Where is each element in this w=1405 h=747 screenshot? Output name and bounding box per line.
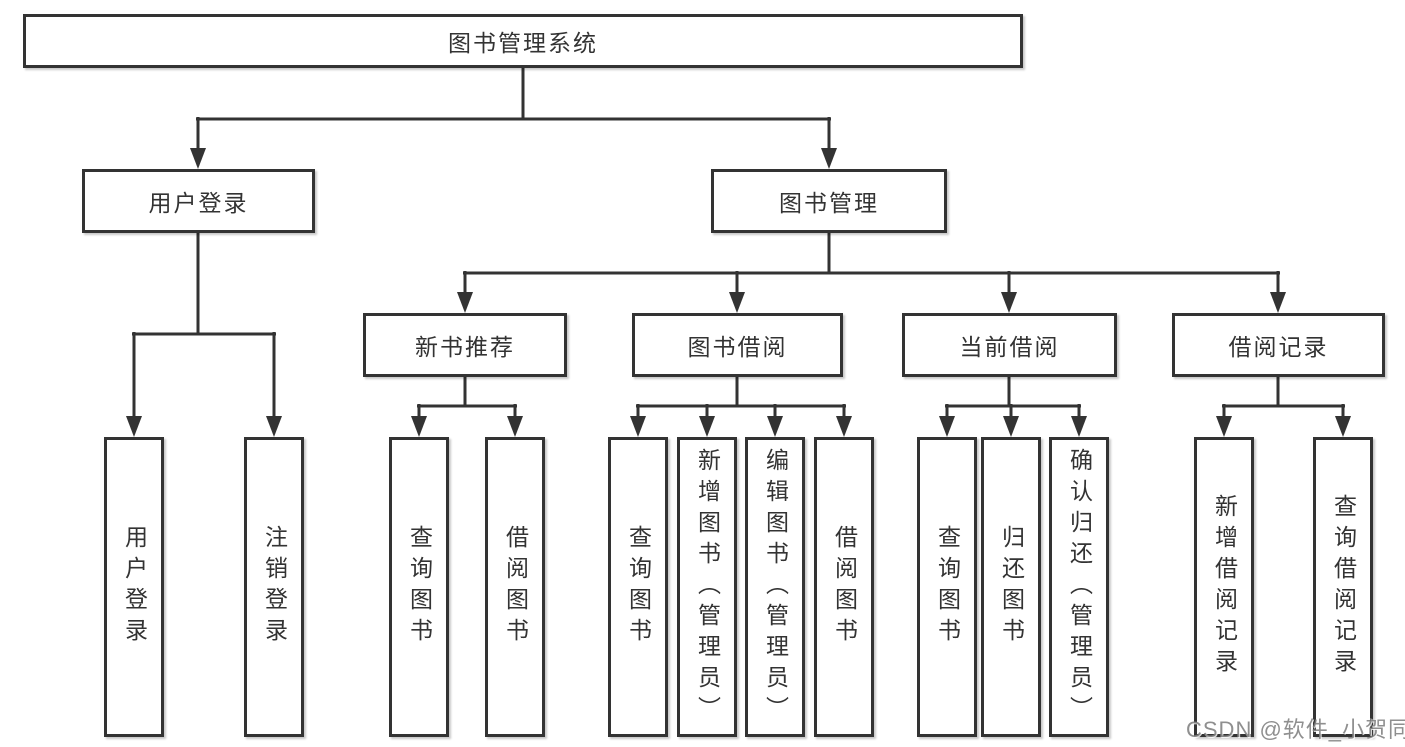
leaf-bb-borrow-books: 借阅图书 <box>814 437 874 737</box>
leaf-br-add-borrow-record: 新增借阅记录 <box>1194 437 1254 737</box>
node-label: 借阅记录 <box>1228 334 1329 360</box>
leaf-bb-edit-books-admin: 编辑图书（管理员） <box>745 437 805 737</box>
node-label: 图书管理 <box>779 190 879 216</box>
node-label: 用户登录 <box>148 190 249 216</box>
leaf-cb-confirm-return-admin: 确认归还（管理员） <box>1049 437 1109 737</box>
node-user-login: 用户登录 <box>82 169 315 233</box>
leaf-label: 注销登录 <box>261 525 288 649</box>
node-label: 新书推荐 <box>415 334 515 360</box>
node-label: 图书管理系统 <box>448 30 598 56</box>
csdn-watermark: CSDN @软件_小贺同学 <box>1186 717 1405 742</box>
node-borrowing-records: 借阅记录 <box>1172 313 1385 377</box>
node-book-borrowing: 图书借阅 <box>632 313 843 377</box>
leaf-label: 查询图书 <box>406 525 433 649</box>
leaf-label: 确认归还（管理员） <box>1066 447 1093 727</box>
leaf-cb-return-books: 归还图书 <box>981 437 1041 737</box>
node-book-management: 图书管理 <box>711 169 947 233</box>
leaf-label: 查询图书 <box>625 525 652 649</box>
leaf-bb-query-books: 查询图书 <box>608 437 668 737</box>
leaf-nbr-query-books: 查询图书 <box>389 437 449 737</box>
leaf-label: 编辑图书（管理员） <box>762 447 789 727</box>
node-new-book-recommendation: 新书推荐 <box>363 313 567 377</box>
leaf-label: 归还图书 <box>998 525 1025 649</box>
leaf-label: 借阅图书 <box>831 525 858 649</box>
leaf-user-login: 用户登录 <box>104 437 164 737</box>
leaf-br-query-borrow-record: 查询借阅记录 <box>1313 437 1373 737</box>
leaf-logout: 注销登录 <box>244 437 304 737</box>
leaf-label: 查询借阅记录 <box>1330 494 1357 680</box>
leaf-label: 查询图书 <box>934 525 961 649</box>
leaf-label: 新增图书（管理员） <box>694 447 721 727</box>
leaf-nbr-borrow-books: 借阅图书 <box>485 437 545 737</box>
node-current-borrowing: 当前借阅 <box>902 313 1117 377</box>
leaf-label: 借阅图书 <box>502 525 529 649</box>
leaf-bb-add-books-admin: 新增图书（管理员） <box>677 437 737 737</box>
node-label: 当前借阅 <box>959 334 1060 360</box>
leaf-label: 用户登录 <box>121 525 148 649</box>
leaf-cb-query-books: 查询图书 <box>917 437 977 737</box>
node-library-management-system: 图书管理系统 <box>23 14 1023 68</box>
leaf-label: 新增借阅记录 <box>1211 494 1238 680</box>
node-label: 图书借阅 <box>687 334 788 360</box>
